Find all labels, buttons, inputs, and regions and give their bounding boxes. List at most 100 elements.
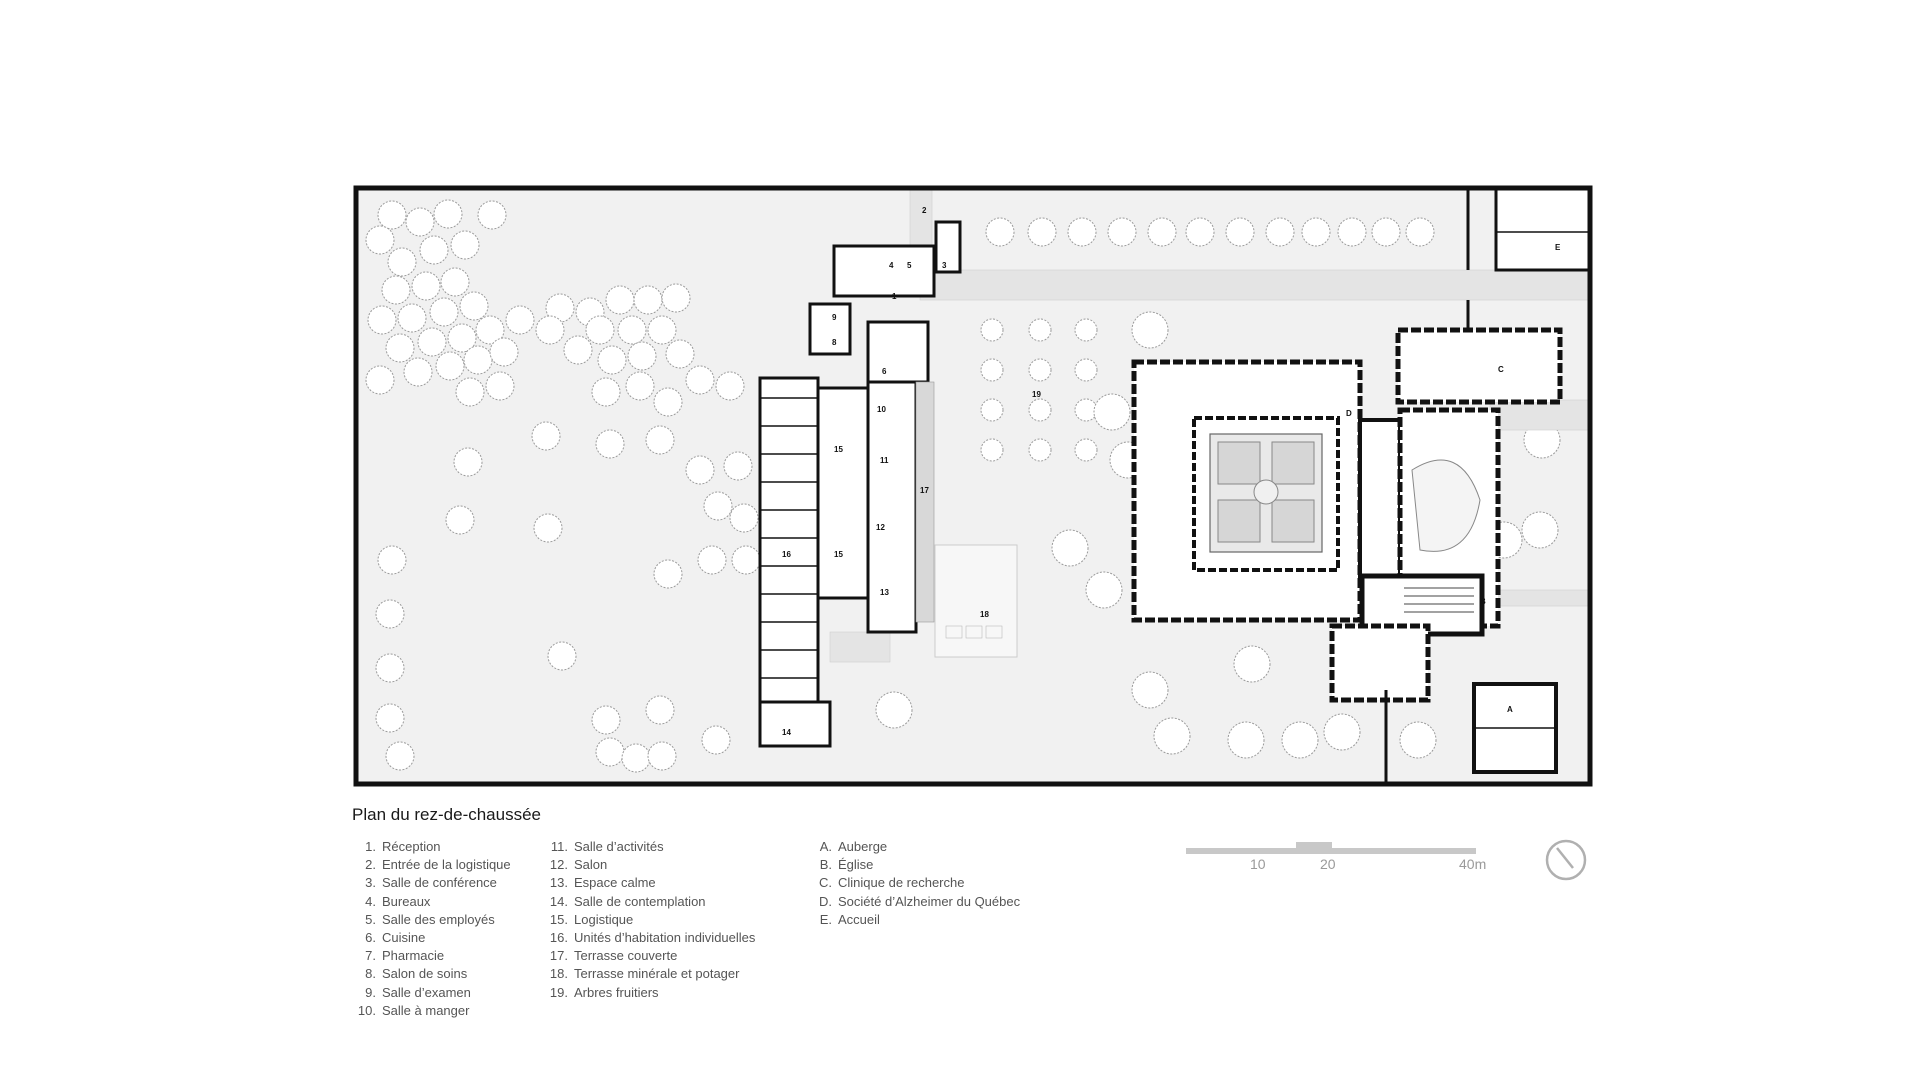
label-A: A	[1507, 705, 1513, 714]
label-r9: 9	[832, 313, 837, 322]
tree-icon	[617, 315, 647, 345]
tree-icon	[1028, 398, 1052, 422]
tree-icon	[375, 599, 405, 629]
label-E: E	[1555, 243, 1561, 252]
legend-item-label: Salle d’examen	[382, 984, 471, 1000]
tree-icon	[1131, 311, 1169, 349]
tree-icon	[375, 703, 405, 733]
tree-icon	[429, 297, 459, 327]
tree-icon	[445, 505, 475, 535]
legend-item-number: 1.	[365, 839, 376, 854]
tree-icon	[385, 333, 415, 363]
tree-icon	[1521, 511, 1559, 549]
legend-item: 17. Terrasse couverte	[544, 947, 755, 965]
label-r14: 14	[782, 728, 791, 737]
tree-icon	[731, 545, 761, 575]
legend-item: A. Auberge	[808, 838, 1020, 856]
legend-item-number: 5.	[365, 911, 376, 927]
tree-icon	[665, 339, 695, 369]
legend-item-label: Accueil	[838, 911, 880, 927]
tree-icon	[1153, 717, 1191, 755]
label-r6: 6	[882, 367, 887, 376]
tree-icon	[875, 691, 913, 729]
tree-icon	[455, 377, 485, 407]
legend-item-number: 9.	[365, 984, 376, 1000]
label-D: D	[1346, 409, 1352, 418]
legend-item-number: 17.	[549, 948, 568, 964]
tree-icon	[627, 341, 657, 371]
legend-item-label: Salon de soins	[382, 966, 468, 982]
tree-icon	[377, 200, 407, 230]
legend-item-number: 10.	[357, 1002, 376, 1018]
building-b	[1329, 407, 1501, 703]
legend-item-number: 13.	[549, 875, 568, 891]
label-r19: 19	[1032, 390, 1041, 399]
legend-item-number: 16.	[549, 930, 568, 946]
legend-item: 2.Entrée de la logistique	[352, 856, 511, 874]
legend-item: C. Clinique de recherche	[808, 874, 1020, 892]
tree-icon	[1028, 358, 1052, 382]
tree-icon	[685, 365, 715, 395]
tree-icon	[1281, 721, 1319, 759]
legend-item-label: Espace calme	[574, 875, 656, 891]
legend-item: 3. Salle de conférence	[352, 874, 511, 892]
legend-item-label: Salle des employés	[382, 911, 495, 927]
tree-icon	[653, 559, 683, 589]
tree-icon	[1074, 318, 1098, 342]
legend-item-label: Bureaux	[382, 893, 431, 909]
tree-icon	[595, 429, 625, 459]
legend-item: 12.Salon	[544, 856, 755, 874]
legend-item: 9. Salle d’examen	[352, 984, 511, 1002]
tree-icon	[597, 345, 627, 375]
legend-item-label: Auberge	[838, 839, 888, 854]
legend-item-number: 3.	[365, 875, 376, 891]
tree-icon	[685, 455, 715, 485]
tree-icon	[531, 421, 561, 451]
tree-icon	[1074, 398, 1098, 422]
tree-icon	[387, 247, 417, 277]
legend-item: 5. Salle des employés	[352, 911, 511, 929]
label-r15b: 15	[834, 550, 843, 559]
tree-icon	[1051, 529, 1089, 567]
scale-label-40m: 40m	[1459, 856, 1487, 872]
tree-icon	[1225, 217, 1255, 247]
legend-item-label: Société d’Alzheimer du Québec	[838, 893, 1021, 909]
legend-item-label: Salle de conférence	[382, 875, 497, 891]
legend-item: 1.Réception	[352, 838, 511, 856]
tree-icon	[1067, 217, 1097, 247]
label-r11: 11	[880, 456, 889, 465]
label-r15a: 15	[834, 445, 843, 454]
tree-icon	[1323, 713, 1361, 751]
tree-icon	[1028, 318, 1052, 342]
tree-icon	[485, 371, 515, 401]
west-wing	[758, 220, 962, 748]
legend-item-label: Clinique de recherche	[838, 875, 965, 891]
plan-title: Plan du rez-de-chaussée	[352, 805, 542, 824]
legend-item-number: 6.	[365, 930, 376, 946]
tree-icon	[419, 235, 449, 265]
legend-item: 6.Cuisine	[352, 929, 511, 947]
scale-label-20: 20	[1320, 856, 1336, 872]
label-r8: 8	[832, 338, 837, 347]
legend-item-number: A.	[819, 839, 832, 854]
legend-item: D. Société d’Alzheimer du Québec	[808, 893, 1020, 911]
tree-icon	[1131, 671, 1169, 709]
tree-icon	[463, 345, 493, 375]
legend-item-number: D.	[819, 893, 832, 909]
tree-icon	[985, 217, 1015, 247]
north-arrow-icon	[1545, 839, 1587, 881]
tree-icon	[385, 741, 415, 771]
label-r17: 17	[920, 486, 929, 495]
tree-icon	[729, 503, 759, 533]
terrace-17	[915, 381, 935, 623]
legend-item: E.Accueil	[808, 911, 1020, 929]
terrace-18	[934, 544, 1018, 658]
legend-item-label: Terrasse couverte	[574, 948, 678, 964]
legend-item-label: Salle à manger	[382, 1002, 470, 1018]
legend-item-label: Pharmacie	[382, 948, 445, 964]
building-a	[1472, 682, 1558, 774]
tree-icon	[1265, 217, 1295, 247]
legend-item-number: C.	[819, 875, 832, 891]
label-r16: 16	[782, 550, 791, 559]
